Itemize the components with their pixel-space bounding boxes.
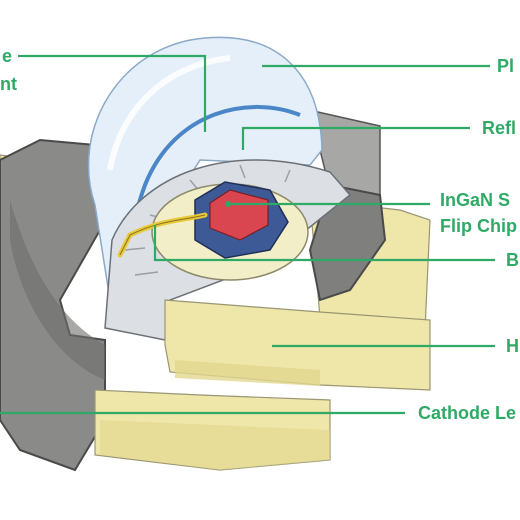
- label-heat: H: [506, 336, 519, 356]
- housing-right-wall: [308, 183, 387, 302]
- leader-bond: [153, 225, 495, 262]
- leader-lens: [18, 54, 207, 132]
- heat-sink-front: [175, 360, 320, 386]
- callout-lines: [0, 54, 495, 415]
- label-lens-line2: nt: [0, 74, 17, 94]
- label-chip-line2: Flip Chip: [440, 216, 517, 236]
- lens-highlight: [107, 55, 231, 171]
- label-reflector: Refl: [482, 118, 517, 138]
- cathode-lead-shade: [100, 420, 330, 470]
- housing-left-shade: [10, 200, 105, 380]
- label-bond: B: [506, 250, 519, 270]
- label-lens-line1: e: [2, 46, 13, 66]
- chip-die: [209, 189, 269, 241]
- leader-dot-chip: [225, 201, 231, 207]
- label-phosphor: Pl: [497, 56, 515, 76]
- label-chip-line1: InGaN S: [440, 190, 511, 210]
- bond-wire-outline: [119, 214, 206, 256]
- leader-reflector: [241, 126, 470, 150]
- label-cathode: Cathode Le: [418, 403, 517, 423]
